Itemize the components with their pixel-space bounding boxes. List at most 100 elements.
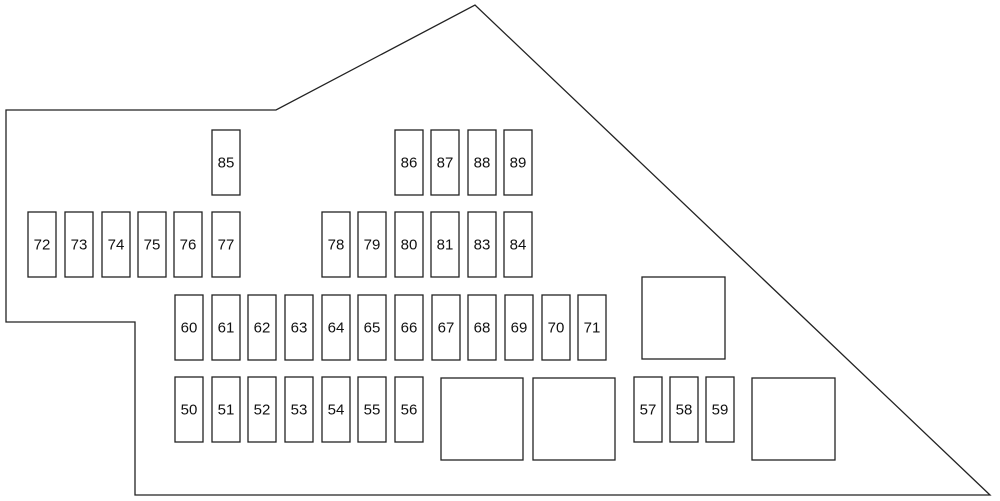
fuse-number: 66 (401, 320, 418, 337)
fuse-slot (705, 376, 735, 443)
fuse-number: 67 (438, 320, 455, 337)
fuse-57: 57 (633, 376, 663, 443)
fuse-slot (394, 129, 424, 196)
fuse-52: 52 (247, 376, 277, 443)
fuse-84: 84 (503, 211, 533, 278)
fuse-slot (430, 211, 460, 278)
fuse-87: 87 (430, 129, 460, 196)
fuse-slot (64, 211, 94, 278)
relay-slot-3 (532, 377, 616, 461)
fuse-slot (577, 294, 607, 361)
fuse-81: 81 (430, 211, 460, 278)
fuse-61: 61 (211, 294, 241, 361)
fuse-number: 50 (181, 402, 198, 419)
fuse-number: 74 (108, 237, 125, 254)
fuse-slot (504, 294, 534, 361)
fuse-number: 51 (218, 402, 235, 419)
fuse-number: 89 (510, 155, 527, 172)
fuse-86: 86 (394, 129, 424, 196)
relay-group (440, 276, 836, 461)
fuse-slot (211, 376, 241, 443)
fuse-slot (394, 376, 424, 443)
fuse-69: 69 (504, 294, 534, 361)
fuse-83: 83 (467, 211, 497, 278)
fuse-slot (394, 294, 424, 361)
fuse-number: 55 (364, 402, 381, 419)
fuse-59: 59 (705, 376, 735, 443)
fuse-79: 79 (357, 211, 387, 278)
fuse-88: 88 (467, 129, 497, 196)
fuse-number: 63 (291, 320, 308, 337)
fuse-slot (321, 211, 351, 278)
fuse-number: 56 (401, 402, 418, 419)
fuse-54: 54 (321, 376, 351, 443)
fuse-number: 70 (548, 320, 565, 337)
fuse-number: 81 (437, 237, 454, 254)
fuse-53: 53 (284, 376, 314, 443)
fuse-72: 72 (27, 211, 57, 278)
fuse-50: 50 (174, 376, 204, 443)
fuse-slot (27, 211, 57, 278)
fuse-number: 75 (144, 237, 161, 254)
fuse-slot (211, 129, 241, 196)
fuse-slot (284, 376, 314, 443)
fuse-slot (467, 211, 497, 278)
fuse-64: 64 (321, 294, 351, 361)
fuse-74: 74 (101, 211, 131, 278)
fuse-number: 64 (328, 320, 345, 337)
fuse-60: 60 (174, 294, 204, 361)
fuse-number: 79 (364, 237, 381, 254)
fuse-slot (247, 294, 277, 361)
fuse-number: 71 (584, 320, 601, 337)
fuse-slot (357, 211, 387, 278)
fuse-62: 62 (247, 294, 277, 361)
fuse-number: 78 (328, 237, 345, 254)
relay-slot-4 (751, 377, 836, 461)
fuse-number: 53 (291, 402, 308, 419)
fuse-slot (357, 294, 387, 361)
fuse-number: 57 (640, 402, 657, 419)
fuse-number: 77 (218, 237, 235, 254)
fuse-number: 65 (364, 320, 381, 337)
fuse-slot (431, 294, 461, 361)
fuse-67: 67 (431, 294, 461, 361)
fuse-slot (633, 376, 663, 443)
fuse-51: 51 (211, 376, 241, 443)
fuse-slot (357, 376, 387, 443)
fuse-65: 65 (357, 294, 387, 361)
fuse-number: 62 (254, 320, 271, 337)
fuse-slot (137, 211, 167, 278)
fuse-number: 73 (71, 237, 88, 254)
fuse-85: 85 (211, 129, 241, 196)
fuse-number: 80 (401, 237, 418, 254)
fuse-70: 70 (541, 294, 571, 361)
fuse-slot (503, 211, 533, 278)
fuse-slot (211, 294, 241, 361)
fuse-number: 69 (511, 320, 528, 337)
fuse-56: 56 (394, 376, 424, 443)
fuse-89: 89 (503, 129, 533, 196)
fuse-55: 55 (357, 376, 387, 443)
fuse-slot (467, 294, 497, 361)
fuse-number: 84 (510, 237, 527, 254)
fuse-number: 85 (218, 155, 235, 172)
fuse-number: 83 (474, 237, 491, 254)
fuse-76: 76 (173, 211, 203, 278)
fuse-slot (669, 376, 699, 443)
fuse-number: 68 (474, 320, 491, 337)
fuse-slot (430, 129, 460, 196)
fuse-number: 52 (254, 402, 271, 419)
fuse-slot (541, 294, 571, 361)
fuse-slot (247, 376, 277, 443)
relay-slot-2 (440, 377, 524, 461)
fuse-number: 86 (401, 155, 418, 172)
fuse-slot (101, 211, 131, 278)
fuse-slot (467, 129, 497, 196)
fuse-number: 76 (180, 237, 197, 254)
fuse-number: 61 (218, 320, 235, 337)
fuse-slot (321, 376, 351, 443)
fuse-slot (284, 294, 314, 361)
fuse-80: 80 (394, 211, 424, 278)
fuse-78: 78 (321, 211, 351, 278)
